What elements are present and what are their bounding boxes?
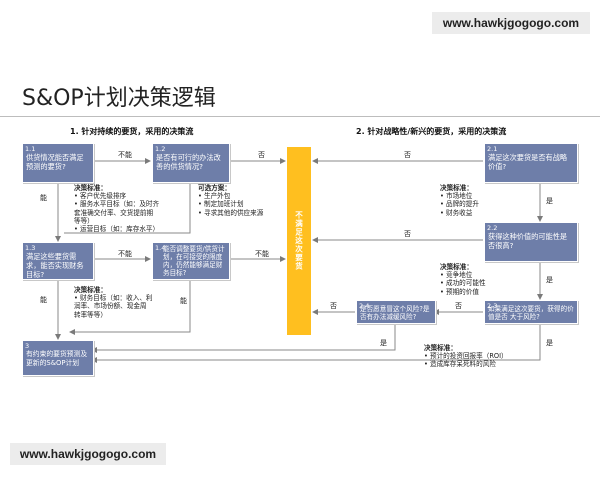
- box-number: 2.3: [487, 302, 498, 310]
- page-title: S&OP计划决策逻辑: [22, 86, 216, 111]
- options-block-2: 可选方案： • 生产外包 • 制定加班计划 • 寻求其他的供应来源: [198, 184, 284, 217]
- decision-box-1-1: 1.1 供货情况能否满足预测的要货?: [22, 143, 94, 183]
- section-heading-left: 1. 针对持续的要货，采用的决策流: [70, 127, 194, 136]
- box-text: 是否有可行的办法改善的供货情况?: [156, 153, 221, 171]
- label-yes-22-23: 是: [546, 276, 553, 284]
- criteria-line: • 财务收益: [440, 208, 473, 217]
- box-text: 满足这些要货需求，能否实现财务目标?: [26, 252, 84, 279]
- arrow-23-to-3: [91, 322, 541, 363]
- criteria-line: • 成功的可能性: [440, 279, 486, 288]
- box-number: 1.3: [25, 244, 36, 252]
- criteria-line: • 市场地位: [440, 192, 473, 201]
- box-number: 2.4: [359, 302, 370, 310]
- decision-box-1-4: 1.4 能否调整要货/供货计划，在可接受的限度内，仍然能够满足财务目标?: [152, 242, 230, 280]
- box-number: 2.1: [487, 145, 498, 153]
- criteria-line: 润率、市场份额、现金周: [74, 302, 147, 311]
- result-box-3: 3 有约束的要货预测及更新的S&OP计划: [22, 340, 94, 376]
- reject-demand-label: 不满足这次要货: [294, 211, 304, 271]
- watermark-bottom: www.hawkjgogogo.com: [10, 443, 166, 465]
- label-yes-14-3: 能: [180, 297, 187, 305]
- box-text: 是否愿意冒这个风险?是否有办法减缓风险?: [360, 305, 430, 321]
- criteria-block-3: 决策标准： • 财务目标（如：收入、利 润率、市场份额、现金周 转率等等）: [74, 286, 184, 319]
- criteria-line: • 造成库存呆死料的风险: [424, 360, 496, 369]
- arrow-12-feedback: [64, 181, 191, 234]
- criteria-title: 决策标准：: [440, 184, 473, 192]
- label-yes-23-3: 是: [546, 339, 553, 347]
- criteria-line: • 客户优先级排序: [74, 192, 127, 201]
- criteria-line: • 财务目标（如：收入、利: [74, 294, 153, 303]
- title-divider: [0, 116, 600, 117]
- criteria-line: 转率等等）: [74, 310, 107, 319]
- box-text: 满足这次要货是否有战略价值?: [488, 153, 568, 171]
- arrow-14-to-3: [69, 278, 191, 335]
- criteria-line: 等等）: [74, 216, 94, 225]
- box-number: 1.2: [155, 145, 166, 153]
- reject-demand-bar: 不满足这次要货: [287, 147, 311, 335]
- label-no-23-24: 否: [455, 302, 462, 310]
- label-no-13-14: 不能: [118, 250, 132, 258]
- box-number: 2.2: [487, 224, 498, 232]
- criteria-line: • 预计的投资回报率（ROI）: [424, 352, 508, 361]
- criteria-line: • 品牌的提升: [440, 200, 479, 209]
- section-heading-right: 2. 针对战略性/新兴的要货，采用的决策流: [356, 127, 507, 136]
- criteria-line: • 竞争地位: [440, 271, 473, 280]
- criteria-line: • 制定加班计划: [198, 200, 244, 209]
- criteria-block-1: 决策标准： • 客户优先级排序 • 服务水平目标（如：及时齐 套准确交付率、交货…: [74, 184, 184, 233]
- box-text: 如果满足这次要货，获得的价值是否 大于风险?: [488, 305, 574, 321]
- box-text: 有约束的要货预测及更新的S&OP计划: [26, 350, 88, 367]
- box-text: 获得这种价值的可能性是否很高?: [488, 232, 568, 250]
- criteria-line: • 寻求其他的供应来源: [198, 208, 264, 217]
- label-no-12-bar: 否: [258, 151, 265, 159]
- decision-box-2-2: 2.2 获得这种价值的可能性是否很高?: [484, 222, 578, 262]
- criteria-line: • 服务水平目标（如：及时齐: [74, 200, 160, 209]
- criteria-block-6: 决策标准： • 预计的投资回报率（ROI） • 造成库存呆死料的风险: [424, 344, 536, 369]
- criteria-line: • 运营目标（如：库存水平）: [74, 225, 160, 234]
- box-number: 1.4: [155, 244, 166, 252]
- decision-box-2-4: 2.4 是否愿意冒这个风险?是否有办法减缓风险?: [356, 300, 436, 324]
- criteria-line: 套准确交付率、交货提前期: [74, 208, 154, 217]
- label-no-24-bar: 否: [330, 302, 337, 310]
- label-no-14-bar: 不能: [255, 250, 269, 258]
- label-yes-21-22: 是: [546, 197, 553, 205]
- criteria-block-4: 决策标准： • 市场地位 • 品牌的提升 • 财务收益: [440, 184, 530, 217]
- decision-box-1-2: 1.2 是否有可行的办法改善的供货情况?: [152, 143, 230, 183]
- criteria-title: 决策标准：: [74, 286, 107, 294]
- label-yes-24-3: 是: [380, 339, 387, 347]
- decision-box-2-3: 2.3 如果满足这次要货，获得的价值是否 大于风险?: [484, 300, 578, 324]
- decision-box-1-3: 1.3 满足这些要货需求，能否实现财务目标?: [22, 242, 94, 280]
- arrow-24-to-3: [91, 320, 396, 353]
- criteria-title: 可选方案：: [198, 184, 231, 192]
- decision-box-2-1: 2.1 满足这次要货是否有战略价值?: [484, 143, 578, 183]
- label-yes-13-3: 能: [40, 296, 47, 304]
- label-no-22-bar: 否: [404, 230, 411, 238]
- criteria-block-5: 决策标准： • 竞争地位 • 成功的可能性 • 预期的价值: [440, 263, 530, 296]
- label-no-21-bar: 否: [404, 151, 411, 159]
- criteria-title: 决策标准：: [440, 263, 473, 271]
- criteria-title: 决策标准：: [74, 184, 107, 192]
- watermark-top: www.hawkjgogogo.com: [432, 12, 590, 34]
- box-number: 1.1: [25, 145, 36, 153]
- label-yes-11-13: 能: [40, 194, 47, 202]
- criteria-line: • 生产外包: [198, 192, 231, 201]
- criteria-line: • 预期的价值: [440, 287, 479, 296]
- label-no-11-12: 不能: [118, 151, 132, 159]
- box-text: 供货情况能否满足预测的要货?: [26, 153, 84, 171]
- box-text: 能否调整要货/供货计划，在可接受的限度内，仍然能够满足财务目标?: [163, 245, 225, 277]
- criteria-title: 决策标准：: [424, 344, 457, 352]
- box-number: 3: [25, 342, 30, 350]
